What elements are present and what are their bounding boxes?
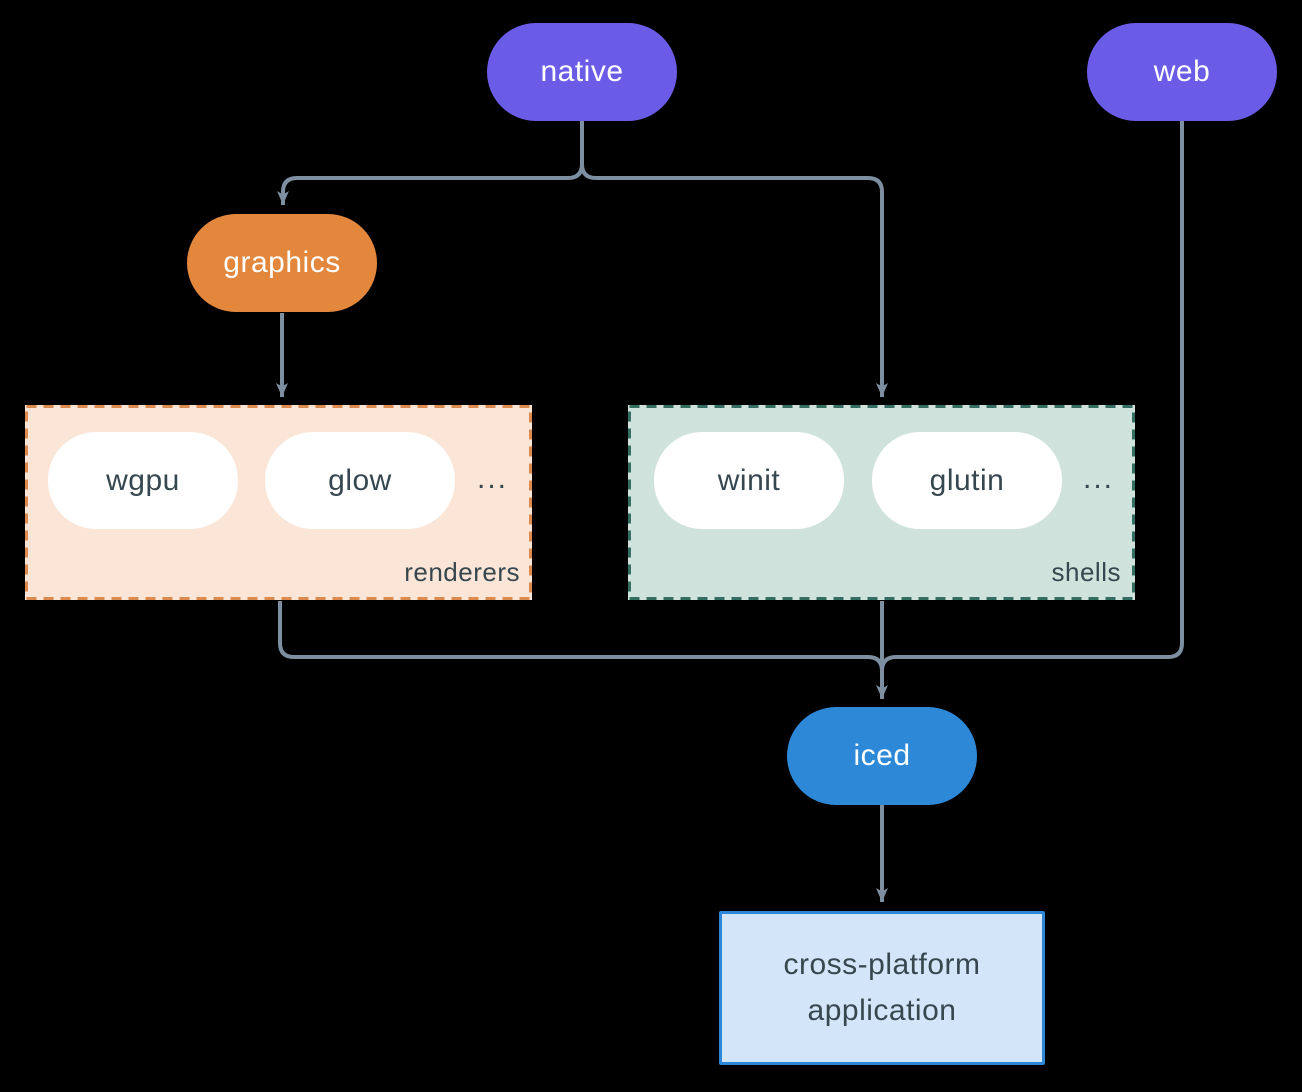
node-winit-label: winit	[717, 463, 781, 497]
node-application-label: cross-platform application	[783, 948, 981, 1027]
node-wgpu-label: wgpu	[106, 463, 180, 497]
edge-renderers-to-junction	[278, 601, 884, 672]
node-web: web	[1087, 23, 1277, 121]
node-iced: iced	[787, 707, 977, 805]
node-glow: glow	[265, 432, 455, 529]
node-web-label: web	[1153, 55, 1211, 88]
node-winit: winit	[654, 432, 844, 529]
node-native-label: native	[540, 55, 624, 88]
node-iced-label: iced	[853, 739, 911, 772]
group-renderers-label: renderers	[404, 557, 520, 587]
edge-native-to-graphics	[277, 121, 584, 205]
node-graphics-label: graphics	[223, 246, 341, 279]
node-wgpu: wgpu	[48, 432, 238, 529]
group-shells-label: shells	[1051, 557, 1121, 587]
node-native: native	[487, 23, 677, 121]
renderers-ellipsis: ...	[477, 462, 509, 495]
node-glutin-label: glutin	[929, 463, 1005, 497]
edge-native-to-shells	[580, 121, 888, 397]
node-glutin: glutin	[872, 432, 1062, 529]
node-cross-platform-application: cross-platform application	[719, 911, 1045, 1065]
node-graphics: graphics	[187, 214, 377, 312]
shells-ellipsis: ...	[1083, 462, 1115, 495]
node-glow-label: glow	[328, 463, 392, 497]
